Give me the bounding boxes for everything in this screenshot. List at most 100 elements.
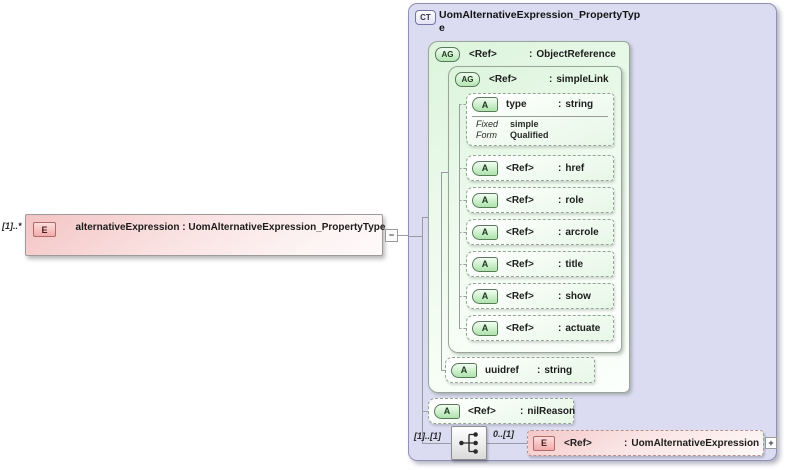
tree-branch-line (459, 200, 466, 201)
colon: : (558, 162, 562, 174)
facet-label: Fixed (476, 119, 499, 129)
attribute-group-icon: AG (455, 72, 480, 87)
attribute-icon: A (472, 288, 498, 304)
colon: : (558, 226, 562, 238)
facet-label: Form (476, 130, 497, 140)
attribute-name: <Ref> (506, 162, 534, 174)
complex-type-box[interactable]: CT UomAlternativeExpression_PropertyType… (408, 3, 777, 461)
complex-type-title: UomAlternativeExpression_PropertyType (439, 9, 641, 34)
tree-line (459, 104, 460, 329)
colon: : (520, 405, 524, 417)
tree-branch-line (459, 232, 466, 233)
colon: : (558, 322, 562, 334)
attribute-icon: A (472, 192, 498, 208)
group-type-name: ObjectReference (536, 49, 616, 60)
tree-branch-line (459, 296, 466, 297)
colon: : (558, 99, 562, 110)
attribute-icon: A (472, 224, 498, 240)
attribute-icon: A (472, 320, 498, 336)
tree-branch-line (441, 370, 445, 371)
attribute-type-name: show (565, 290, 591, 302)
connector-line (398, 235, 408, 236)
group-ref-name: <Ref> (469, 49, 497, 60)
attribute-icon: A (434, 403, 460, 419)
attribute-name: <Ref> (506, 290, 534, 302)
element-ref-uomalternativeexpression[interactable]: E <Ref> : UomAlternativeExpression (527, 430, 764, 456)
colon: : (558, 258, 562, 270)
source-element-cardinality: [1]..* (2, 221, 22, 231)
simplelink-group-title: AG <Ref> : simpleLink (455, 72, 609, 87)
tree-line (441, 172, 448, 173)
attribute-name: <Ref> (506, 226, 534, 238)
facet-divider (472, 116, 608, 117)
attribute-type-name: string (565, 99, 594, 110)
source-element-label: alternativeExpression : UomAlternativeEx… (75, 222, 386, 233)
attribute-type-name: actuate (565, 322, 601, 334)
element-ref-name: <Ref> (564, 437, 592, 449)
facet-fixed: Fixed simple (467, 119, 613, 130)
attribute-title[interactable]: A <Ref> : title (466, 251, 614, 277)
tree-line (422, 217, 423, 443)
facet-value: simple (510, 119, 539, 129)
attribute-actuate[interactable]: A <Ref> : actuate (466, 315, 614, 341)
group-ref-name: <Ref> (489, 74, 517, 85)
tree-line (422, 217, 428, 218)
connector-line (409, 236, 422, 237)
attribute-type[interactable]: A type : string Fixed simple Form Qualif… (466, 93, 614, 146)
attribute-uuidref[interactable]: A uuidref : string (445, 357, 595, 383)
attribute-type-name: nilReason (527, 405, 576, 417)
child-element-cardinality: 0..[1] (493, 429, 515, 439)
attribute-type-name: title (565, 258, 584, 270)
attribute-name: uuidref (485, 364, 519, 376)
tree-branch-line (459, 328, 466, 329)
tree-branch-line (459, 264, 466, 265)
attribute-nilreason[interactable]: A <Ref> : nilReason (428, 398, 576, 424)
expand-toggle-icon[interactable]: + (765, 437, 777, 449)
attribute-icon: A (472, 256, 498, 272)
colon: : (624, 437, 628, 449)
attribute-icon: A (472, 97, 498, 112)
sequence-cardinality: [1]..[1] (414, 431, 441, 441)
attribute-type-name: string (544, 364, 573, 376)
facet-value: Qualified (510, 130, 549, 140)
attribute-group-icon: AG (435, 47, 460, 62)
attribute-name: <Ref> (468, 405, 496, 417)
attribute-href[interactable]: A <Ref> : href (466, 155, 614, 181)
sequence-icon (459, 432, 478, 454)
attribute-icon: A (472, 160, 498, 176)
tree-branch-line (422, 411, 428, 412)
group-type-name: simpleLink (556, 74, 609, 85)
colon: : (558, 194, 562, 206)
tree-branch-line (459, 168, 466, 169)
colon: : (537, 364, 541, 376)
tree-line (441, 172, 442, 370)
attribute-name: <Ref> (506, 194, 534, 206)
attribute-name: <Ref> (506, 258, 534, 270)
attribute-name: <Ref> (506, 322, 534, 334)
attribute-arcrole[interactable]: A <Ref> : arcrole (466, 219, 614, 245)
attribute-icon: A (451, 362, 477, 378)
attribute-type-name: role (565, 194, 584, 206)
attribute-type-name: href (565, 162, 585, 174)
element-icon: E (533, 435, 555, 451)
element-type-name: UomAlternativeExpression (631, 437, 760, 449)
tree-line (487, 443, 527, 444)
source-element-box[interactable]: E alternativeExpression : UomAlternative… (25, 214, 385, 256)
attribute-name: type (506, 99, 527, 110)
facet-form: Form Qualified (467, 130, 613, 141)
tree-branch-line (459, 104, 466, 105)
tree-line (422, 443, 451, 444)
objectreference-group-title: AG <Ref> : ObjectReference (435, 47, 616, 62)
simplelink-group-box[interactable]: AG <Ref> : simpleLink A type : string (448, 66, 622, 353)
complex-type-icon: CT (415, 10, 436, 25)
objectreference-group-box[interactable]: AG <Ref> : ObjectReference AG <Ref> : si… (428, 41, 630, 393)
attribute-show[interactable]: A <Ref> : show (466, 283, 614, 309)
sequence-compositor[interactable] (451, 426, 487, 460)
collapse-toggle-icon[interactable]: − (385, 229, 398, 242)
attribute-role[interactable]: A <Ref> : role (466, 187, 614, 213)
colon: : (549, 74, 553, 85)
element-icon: E (33, 222, 56, 237)
colon: : (529, 49, 533, 60)
attribute-type-name: arcrole (565, 226, 599, 238)
colon: : (558, 290, 562, 302)
